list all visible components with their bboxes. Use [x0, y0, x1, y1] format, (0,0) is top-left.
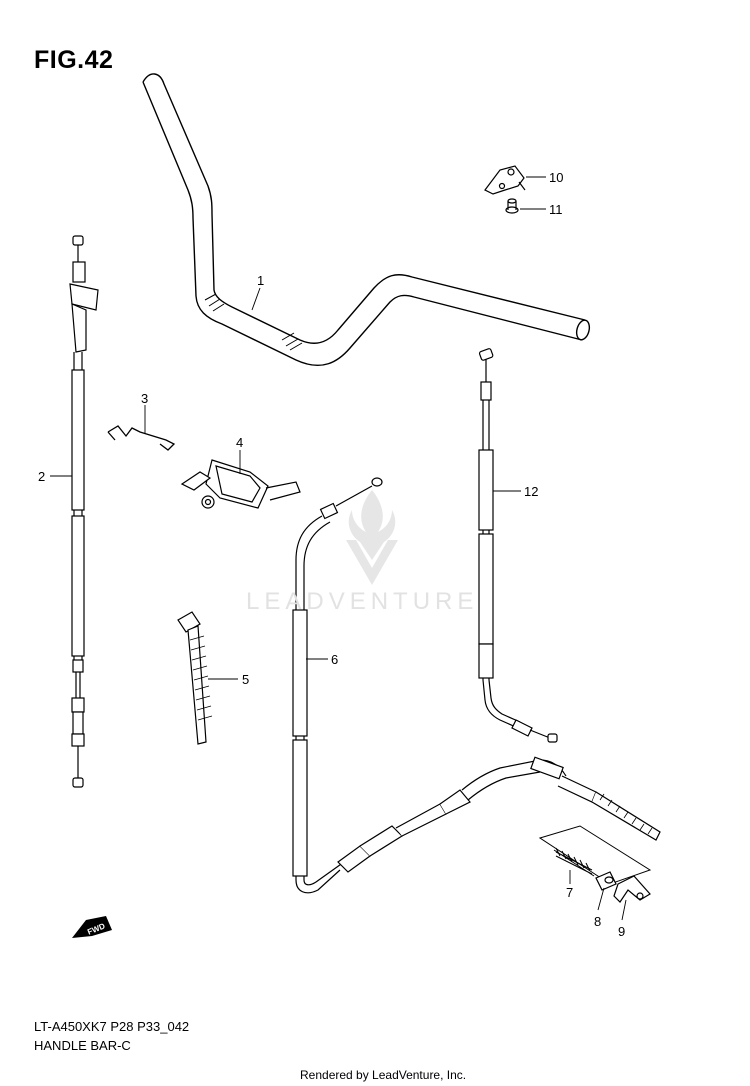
cable-middle	[292, 477, 661, 894]
model-code: LT-A450XK7 P28 P33_042	[34, 1019, 190, 1034]
adjuster-nut	[595, 871, 617, 891]
callout-9: 9	[618, 924, 625, 939]
cable-left	[69, 235, 99, 788]
callout-1: 1	[257, 273, 264, 288]
cable-right	[478, 348, 558, 743]
callout-3: 3	[141, 391, 148, 406]
callout-labels: 1 2 3 4 5 6 7 8 9 10 11 12	[38, 170, 625, 939]
watermark-logo	[346, 490, 398, 585]
callout-7: 7	[566, 885, 573, 900]
small-bracket	[484, 165, 526, 195]
callout-4: 4	[236, 435, 243, 450]
callout-2: 2	[38, 469, 45, 484]
leader-lines	[50, 176, 627, 921]
fwd-badge: FWD	[72, 916, 112, 938]
callout-12: 12	[524, 484, 538, 499]
render-credit: Rendered by LeadVenture, Inc.	[300, 1068, 467, 1082]
figure-title: FIG.42	[34, 46, 114, 74]
bolt	[505, 198, 519, 214]
diagram-name: HANDLE BAR-C	[34, 1038, 131, 1053]
callout-10: 10	[549, 170, 563, 185]
callout-11: 11	[549, 202, 563, 217]
adjuster-group	[538, 825, 652, 885]
watermark-text: LEADVENTURE	[246, 588, 479, 615]
bracket	[180, 459, 301, 509]
wire-clip	[107, 425, 176, 451]
cable-end-bracket	[613, 875, 651, 903]
handlebar	[142, 73, 591, 367]
callout-6: 6	[331, 652, 338, 667]
cable-tie	[177, 611, 213, 745]
callout-5: 5	[242, 672, 249, 687]
spring	[553, 847, 595, 877]
callout-8: 8	[594, 914, 601, 929]
